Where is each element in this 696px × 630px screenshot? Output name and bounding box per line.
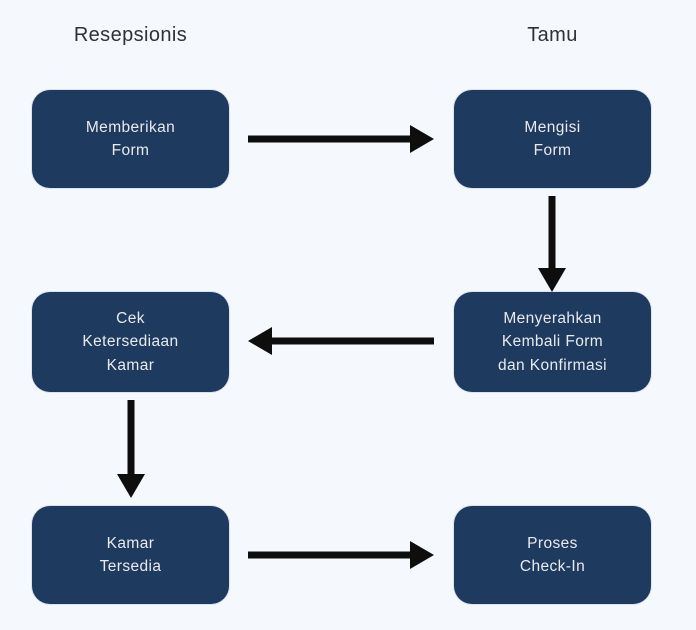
arrow-mengisi-to-menyerahkan — [538, 196, 566, 292]
node-cek-ketersediaan-kamar: Cek Ketersediaan Kamar — [32, 292, 229, 392]
arrow-memberikan-to-mengisi — [248, 125, 434, 153]
node-menyerahkan-kembali-form: Menyerahkan Kembali Form dan Konfirmasi — [454, 292, 651, 392]
node-memberikan-form: Memberikan Form — [32, 90, 229, 188]
node-label-kamar-tersedia: Kamar Tersedia — [99, 534, 162, 575]
arrow-menyerahkan-to-cek — [248, 327, 434, 355]
node-label-memberikan-form: Memberikan Form — [85, 118, 176, 159]
lane-header-resepsionis: Resepsionis — [73, 24, 188, 46]
node-proses-check-in: Proses Check-In — [454, 506, 651, 604]
node-label-proses-check-in: Proses Check-In — [519, 534, 586, 575]
arrow-kamar-to-proses — [248, 541, 434, 569]
node-mengisi-form: Mengisi Form — [454, 90, 651, 188]
arrow-cek-to-kamar — [117, 400, 145, 498]
node-label-menyerahkan-kembali-form: Menyerahkan Kembali Form dan Konfirmasi — [498, 310, 607, 374]
node-kamar-tersedia: Kamar Tersedia — [32, 506, 229, 604]
node-label-mengisi-form: Mengisi Form — [524, 118, 581, 159]
node-label-cek-ketersediaan-kamar: Cek Ketersediaan Kamar — [82, 310, 179, 374]
lane-header-tamu: Tamu — [527, 24, 578, 46]
